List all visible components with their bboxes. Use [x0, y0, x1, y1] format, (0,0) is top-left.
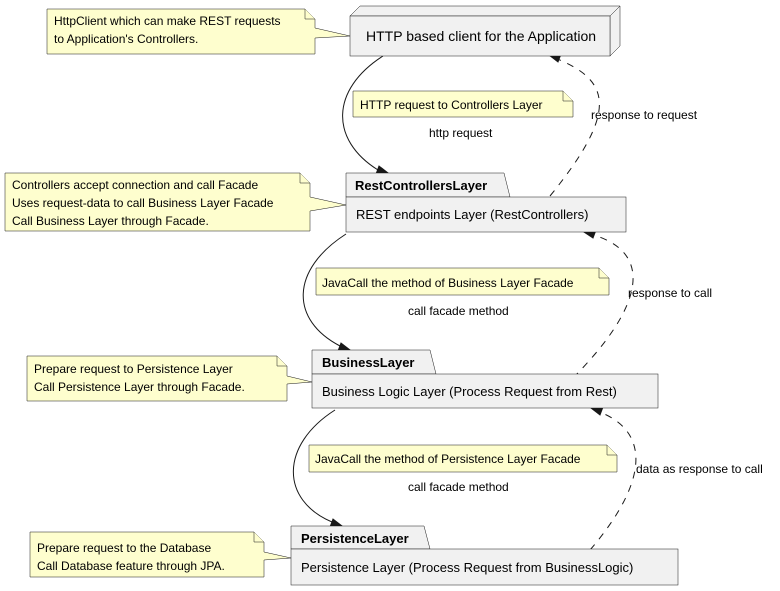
note-fold: [299, 173, 310, 184]
note-shape: [4, 172, 347, 232]
package-title: RestControllersLayer: [355, 178, 487, 193]
client-node: HTTP based client for the Application: [349, 5, 621, 57]
note-shape: [29, 531, 292, 578]
note-line: to Application's Controllers.: [54, 32, 198, 46]
note-line: Uses request-data to call Business Layer…: [12, 196, 274, 210]
note-shape: [352, 90, 574, 118]
client-node-top: [349, 5, 621, 17]
note-shape: [315, 267, 610, 296]
note-text: HTTP request to Controllers Layer: [360, 98, 543, 112]
note-fold: [598, 268, 609, 279]
label-data-as-response: data as response to call: [636, 462, 763, 476]
package-body-label: Persistence Layer (Process Request from …: [301, 560, 633, 575]
package-body: [290, 548, 679, 586]
note-persistence: Prepare request to the Database Call Dat…: [29, 531, 292, 578]
note-business: Prepare request to Persistence Layer Cal…: [26, 355, 313, 402]
note-line: Call Business Layer through Facade.: [12, 214, 209, 228]
note-fold: [276, 356, 287, 367]
note-line: Call Persistence Layer through Facade.: [34, 380, 245, 394]
package-body-label: REST endpoints Layer (RestControllers): [356, 207, 588, 222]
arrow-note-persistence-call: JavaCall the method of Persistence Layer…: [308, 444, 618, 473]
note-fold: [606, 445, 617, 456]
note-line: Prepare request to the Database: [37, 541, 211, 555]
note-shape: [46, 8, 351, 55]
package-body-label: Business Logic Layer (Process Request fr…: [322, 384, 617, 399]
note-fold: [304, 9, 315, 20]
note-text: JavaCall the method of Business Layer Fa…: [322, 276, 574, 290]
label-response-to-call: response to call: [628, 286, 712, 300]
label-response-to-request: response to request: [591, 108, 698, 122]
note-line: Call Database feature through JPA.: [37, 559, 225, 573]
package-business: BusinessLayer Business Logic Layer (Proc…: [311, 349, 659, 409]
arrow-persistence-to-business: [589, 410, 637, 551]
client-node-label: HTTP based client for the Application: [366, 28, 596, 44]
note-line: Controllers accept connection and call F…: [12, 178, 258, 192]
response-arrows: [547, 53, 637, 551]
arrow-rest-to-client: [549, 57, 600, 197]
label-call-facade-2: call facade method: [408, 480, 509, 494]
arrow-client-to-rest: [342, 55, 384, 171]
package-persistence: PersistenceLayer Persistence Layer (Proc…: [290, 525, 679, 586]
request-arrows: [292, 55, 390, 528]
arrow-note-business-call: JavaCall the method of Business Layer Fa…: [315, 267, 610, 296]
note-line: HttpClient which can make REST requests: [54, 14, 281, 28]
note-line: Prepare request to Persistence Layer: [34, 362, 233, 376]
note-fold: [562, 91, 573, 102]
note-fold: [253, 532, 264, 543]
label-http-request: http request: [429, 126, 493, 140]
package-title: PersistenceLayer: [301, 531, 409, 546]
arrow-business-to-persistence: [292, 409, 336, 523]
package-body: [345, 196, 627, 233]
arrow-business-to-rest: [572, 233, 634, 379]
package-rest-controllers: RestControllersLayer REST endpoints Laye…: [345, 172, 627, 233]
arrow-rest-to-business: [302, 233, 347, 347]
note-client: HttpClient which can make REST requests …: [46, 8, 351, 55]
label-call-facade-1: call facade method: [408, 304, 509, 318]
arrow-note-http: HTTP request to Controllers Layer: [352, 90, 574, 118]
package-body: [311, 373, 659, 409]
note-shape: [308, 444, 618, 473]
note-text: JavaCall the method of Persistence Layer…: [315, 452, 581, 466]
note-rest-controllers: Controllers accept connection and call F…: [4, 172, 347, 232]
package-title: BusinessLayer: [322, 355, 415, 370]
